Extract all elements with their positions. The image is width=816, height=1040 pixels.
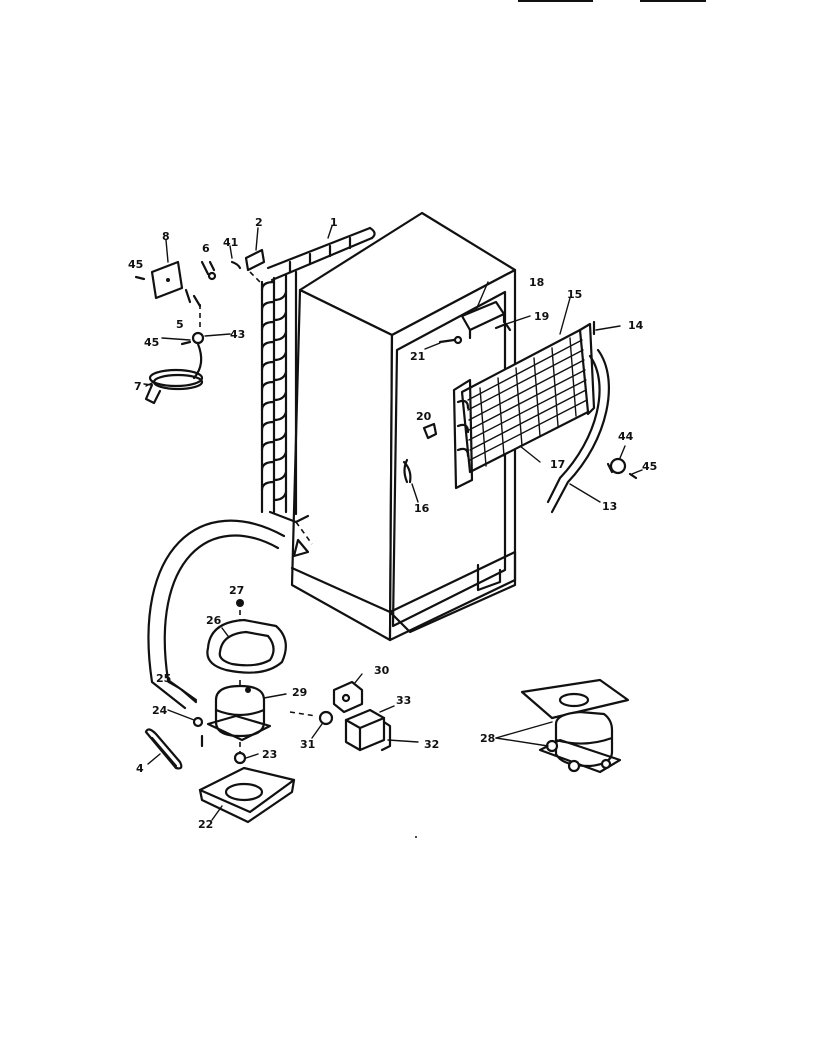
label-45-top: 45 [128,258,143,271]
alternate-compressor [520,678,630,774]
label-19: 19 [534,310,549,323]
label-41: 41 [223,236,238,249]
label-16: 16 [414,502,430,515]
label-20: 20 [416,410,432,423]
label-31: 31 [300,738,315,751]
label-24: 24 [152,704,168,717]
label-2: 2 [255,216,263,229]
evaporator-assembly [402,300,638,514]
label-29: 29 [292,686,307,699]
label-43: 43 [230,328,245,341]
label-4: 4 [136,762,144,775]
compressor-assembly [144,599,392,824]
label-1: 1 [330,216,338,229]
stray-dot [415,836,417,838]
label-14: 14 [628,319,644,332]
label-32: 32 [424,738,439,751]
label-44: 44 [618,430,634,443]
label-13: 13 [602,500,617,513]
label-21: 21 [410,350,425,363]
label-25: 25 [156,672,171,685]
label-17: 17 [550,458,565,471]
label-27: 27 [229,584,244,597]
label-30: 30 [374,664,390,677]
label-28: 28 [480,732,495,745]
label-33: 33 [396,694,411,707]
part-labels: 1 2 41 8 6 45 5 45 43 7 18 15 19 14 21 2… [128,216,657,831]
label-22: 22 [198,818,213,831]
label-15: 15 [567,288,582,301]
tubing-hose [147,519,286,710]
label-5: 5 [176,318,184,331]
condenser-coil [260,226,376,558]
label-45-mid: 45 [144,336,159,349]
leader-lines [145,225,643,821]
label-18: 18 [529,276,544,289]
refrigerator-cabinet [290,211,517,642]
label-6: 6 [202,242,210,255]
label-45-right: 45 [642,460,657,473]
label-7: 7 [134,380,142,393]
label-26: 26 [206,614,222,627]
label-23: 23 [262,748,277,761]
left-parts-cluster [134,227,266,405]
label-8: 8 [162,230,170,243]
